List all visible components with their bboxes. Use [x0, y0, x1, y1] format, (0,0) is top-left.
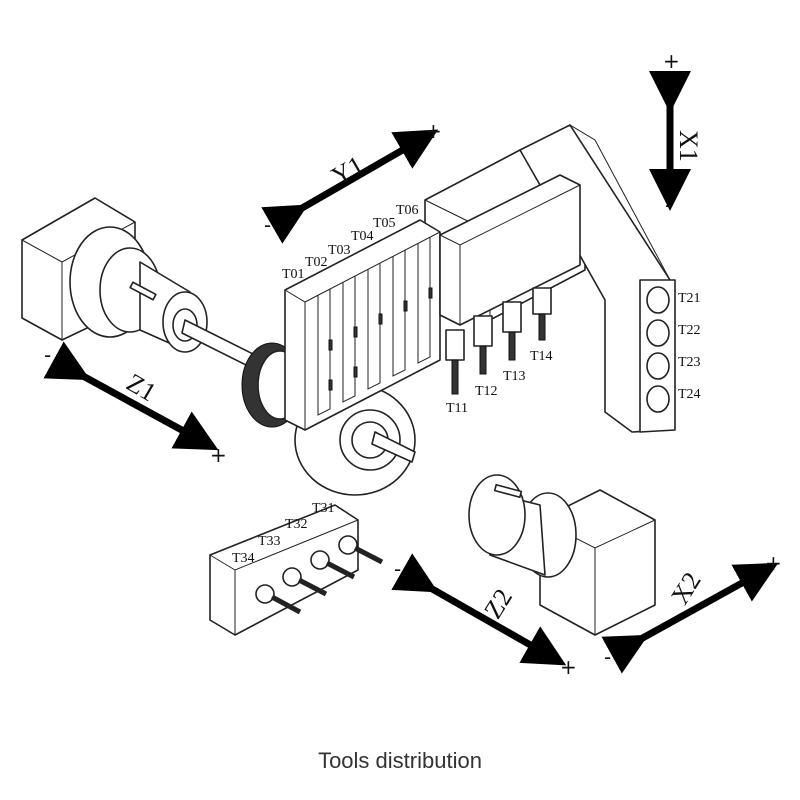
z2-minus-sign: - — [394, 557, 401, 581]
gang-tool-post — [241, 124, 676, 496]
tool-label-t04: T04 — [351, 229, 374, 244]
tool-label-t31: T31 — [312, 501, 335, 516]
axis-label-x1: X1 — [674, 130, 703, 162]
tool-label-t34: T34 — [232, 551, 255, 566]
x2-plus-sign: + — [765, 551, 782, 575]
tool-label-t03: T03 — [328, 243, 351, 258]
z2-plus-sign: + — [560, 655, 577, 679]
diagram-caption: Tools distribution — [318, 748, 482, 773]
tool-label-t02: T02 — [305, 255, 328, 270]
tool-label-t13: T13 — [503, 369, 526, 384]
x1-minus-sign: - — [665, 193, 672, 217]
tool-label-t21: T21 — [678, 291, 701, 306]
tool-label-t14: T14 — [530, 349, 553, 364]
bottom-tool-block — [209, 504, 384, 636]
main-spindle — [21, 197, 276, 379]
axis-label-y1: Y1 — [327, 150, 369, 191]
y1-plus-sign: + — [425, 119, 442, 143]
z1-minus-sign: - — [44, 343, 51, 367]
tool-label-t32: T32 — [285, 517, 308, 532]
z1-plus-sign: + — [210, 443, 227, 467]
tool-label-t12: T12 — [475, 384, 498, 399]
tool-label-t05: T05 — [373, 216, 396, 231]
tool-label-t01: T01 — [282, 267, 305, 282]
y1-minus-sign: - — [264, 213, 271, 237]
tool-label-t23: T23 — [678, 355, 701, 370]
tool-label-t11: T11 — [446, 401, 468, 416]
drill-group — [445, 287, 552, 395]
tool-label-t33: T33 — [258, 534, 281, 549]
x1-plus-sign: + — [663, 49, 680, 73]
tool-label-t06: T06 — [396, 203, 419, 218]
tool-label-t24: T24 — [678, 387, 701, 402]
tool-label-t22: T22 — [678, 323, 701, 338]
axis-arrows — [43, 71, 779, 674]
x2-minus-sign: - — [604, 645, 611, 669]
